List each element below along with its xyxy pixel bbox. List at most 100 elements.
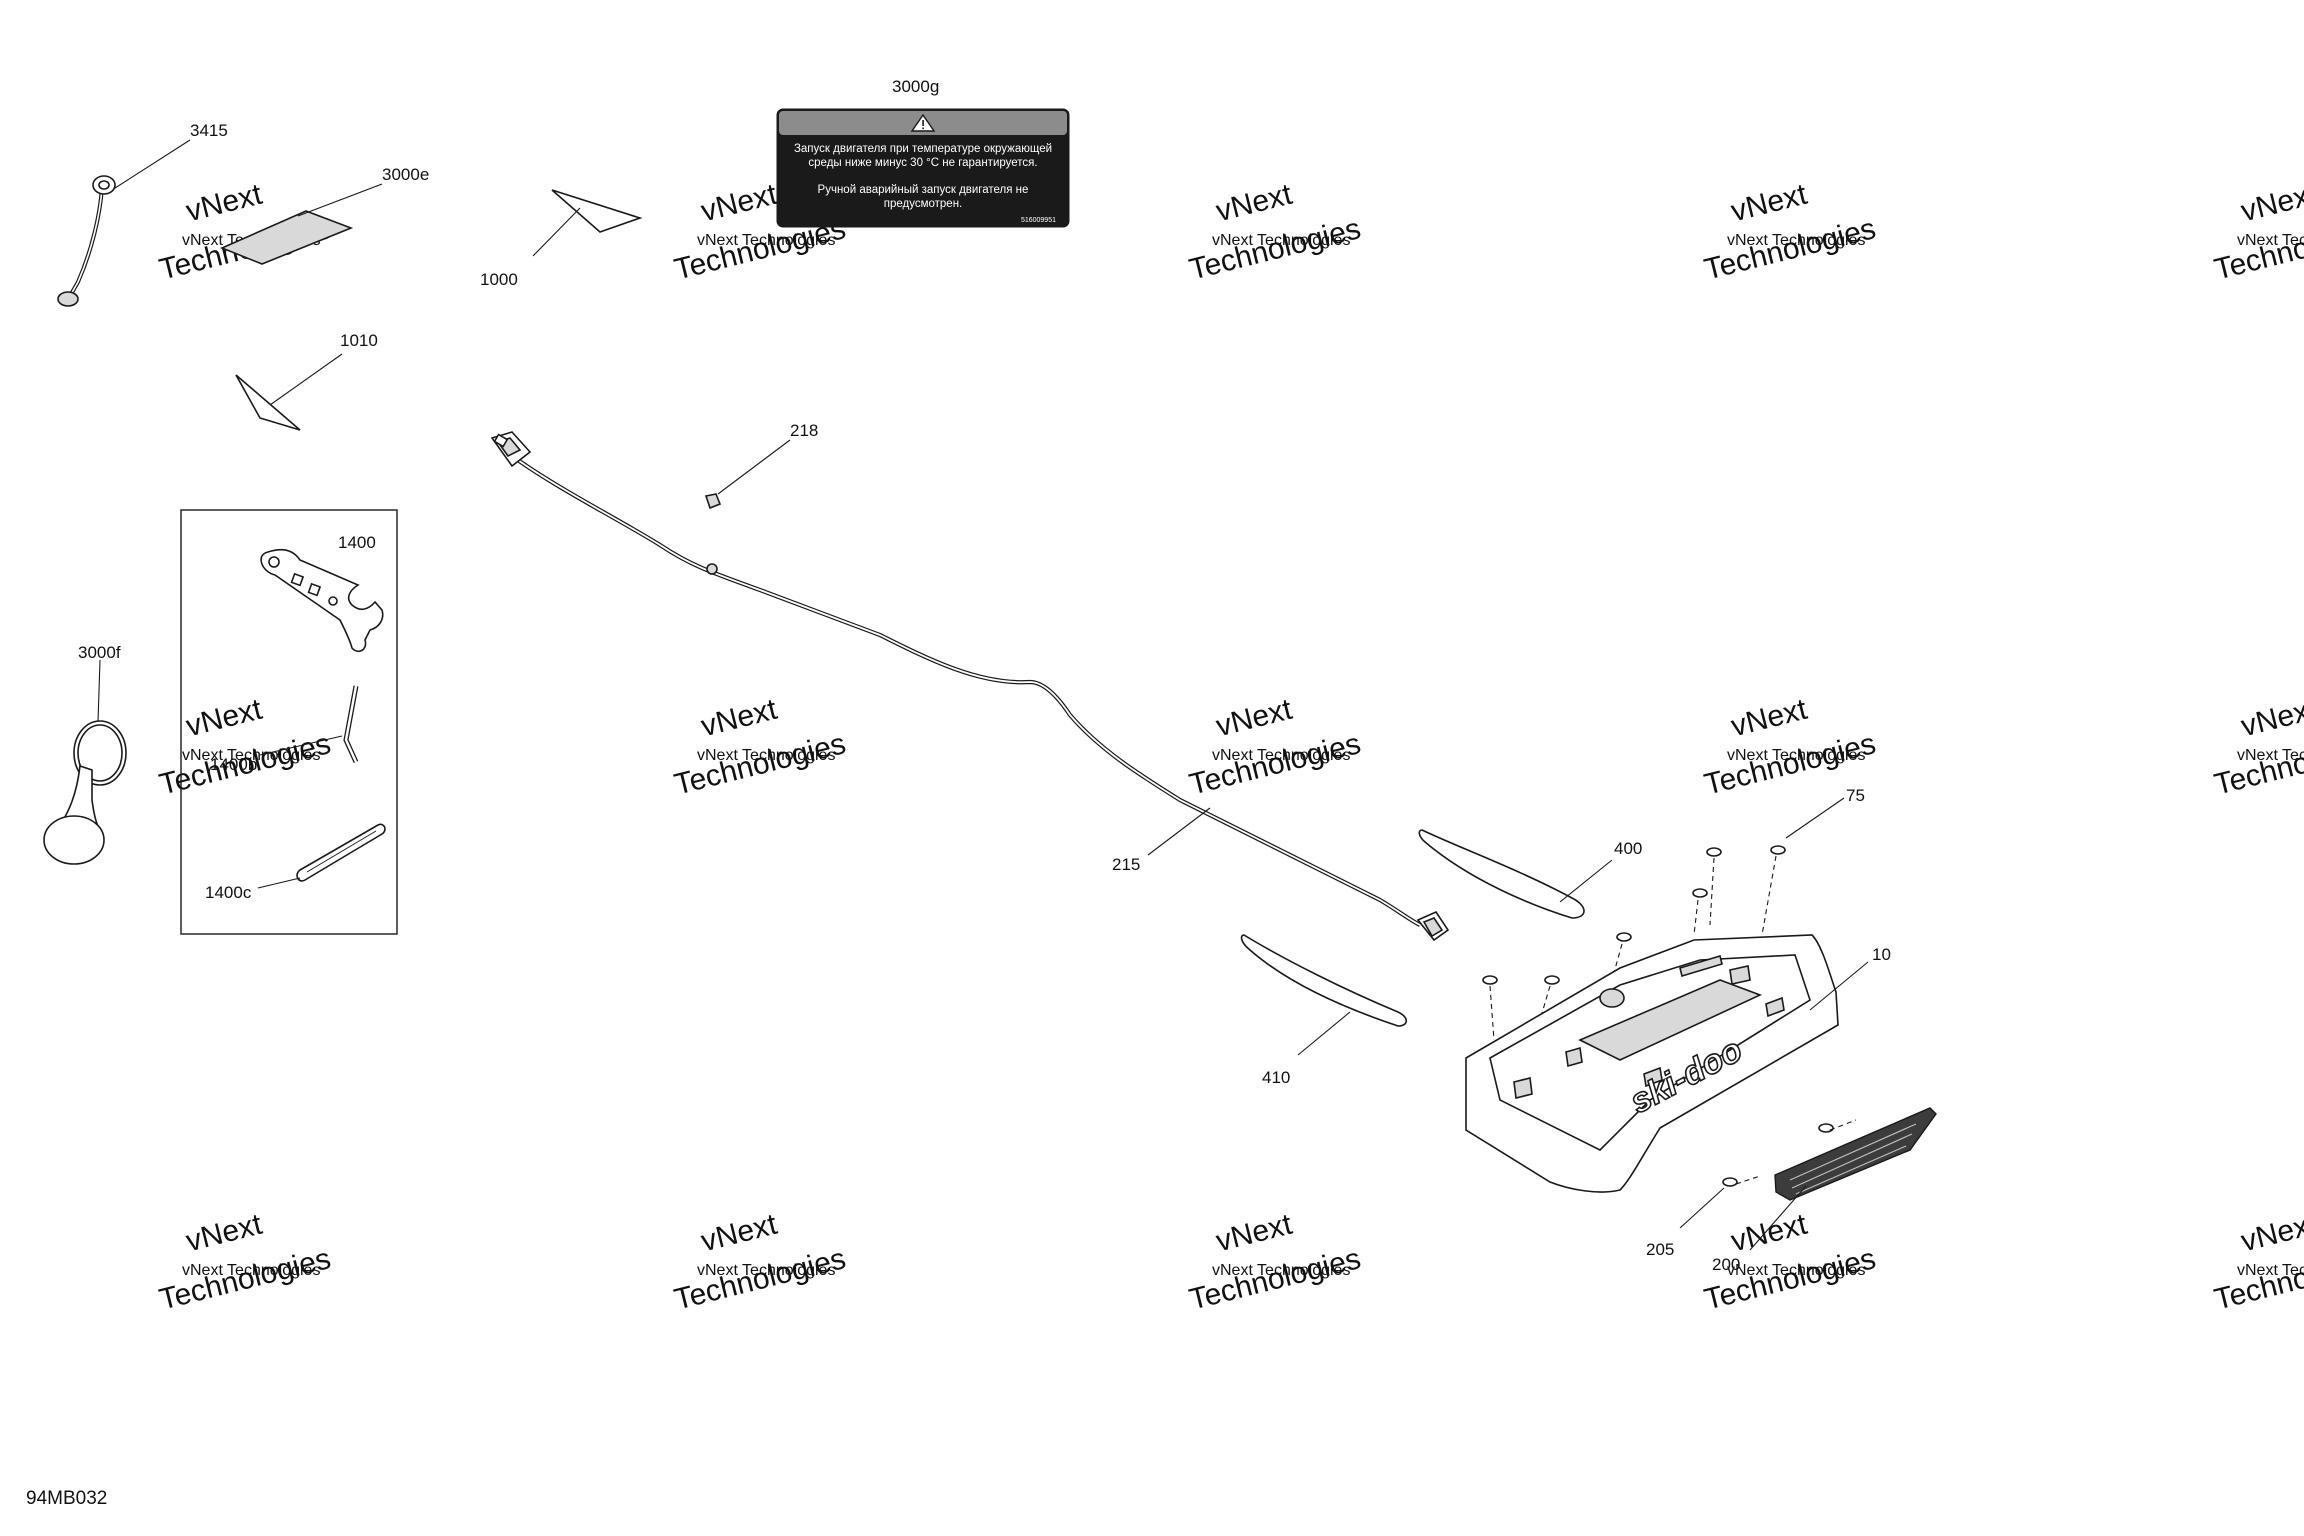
svg-text:Technologies: Technologies <box>671 727 849 801</box>
svg-text:vNext Technologies: vNext Technologies <box>697 747 835 764</box>
watermark-layer: vNext Technologies Technologies vNext vN… <box>156 178 2304 1317</box>
watermark: vNext Technologies Technologies vNext <box>156 693 334 802</box>
warning-triangle-icon <box>910 113 936 132</box>
part-1400-wrench[interactable] <box>260 548 384 652</box>
callout-3000e: 3000e <box>382 165 429 184</box>
part-1400b-hex-key[interactable] <box>259 685 359 764</box>
callout-1400: 1400 <box>338 533 376 552</box>
callout-3000f: 3000f <box>78 643 121 662</box>
svg-text:vNext: vNext <box>183 178 266 229</box>
svg-text:vNext Technologies: vNext Technologies <box>2237 747 2304 764</box>
part-3000g-warning-label[interactable]: Запуск двигателя при температуре окружаю… <box>776 108 1070 228</box>
tool-kit-frame <box>180 509 398 935</box>
part-200-grip-plate[interactable] <box>1749 1107 1937 1251</box>
watermark: vNext Technologies Technologies vNext <box>156 1208 334 1317</box>
part-400-reflector[interactable] <box>1418 829 1613 919</box>
callout-10: 10 <box>1872 945 1891 964</box>
watermark: vNext Technologies Technologies vNext <box>1701 178 1879 287</box>
part-1000-decal[interactable] <box>532 189 643 257</box>
part-215-cable[interactable] <box>490 431 1450 942</box>
svg-text:vNext: vNext <box>698 178 781 229</box>
part-3000f-mirror[interactable] <box>43 659 127 865</box>
callout-205: 205 <box>1646 1240 1674 1259</box>
screw-icon <box>1706 847 1722 926</box>
watermark: vNext Technologies Technologies vNext <box>671 1208 849 1317</box>
svg-text:vNext: vNext <box>1728 1208 1811 1259</box>
svg-text:Technologies: Technologies <box>671 1242 849 1316</box>
watermark: vNext Technologies Technologies vNext <box>2211 178 2304 287</box>
callout-1400b: 1400b <box>210 755 257 774</box>
svg-text:vNext: vNext <box>183 693 266 744</box>
watermark: vNext Technologies Technologies vNext <box>2211 1208 2304 1317</box>
svg-text:vNext: vNext <box>2238 1208 2304 1259</box>
warning-text-line-2: среды ниже минус 30 °C не гарантируется. <box>808 157 1037 169</box>
callout-200: 200 <box>1712 1255 1740 1274</box>
warning-label-code: 516009951 <box>1021 217 1056 224</box>
callout-1400c: 1400c <box>205 883 252 902</box>
svg-text:vNext Technologies: vNext Technologies <box>697 1262 835 1279</box>
callout-3415: 3415 <box>190 121 228 140</box>
callout-410: 410 <box>1262 1068 1290 1087</box>
callout-75: 75 <box>1846 786 1865 805</box>
svg-text:vNext: vNext <box>2238 178 2304 229</box>
callout-1000: 1000 <box>480 270 518 289</box>
watermark: vNext Technologies Technologies vNext <box>2211 693 2304 802</box>
svg-text:Technologies: Technologies <box>156 1242 334 1316</box>
svg-text:vNext: vNext <box>1213 693 1296 744</box>
screw-icon <box>1761 845 1786 936</box>
part-75-screws[interactable] <box>1482 797 1845 1041</box>
watermark: vNext Technologies Technologies vNext <box>1186 693 1364 802</box>
part-3415-tether[interactable] <box>57 139 191 307</box>
warning-text-line-1: Запуск двигателя при температуре окружаю… <box>794 143 1052 155</box>
watermark: vNext Technologies Technologies vNext <box>1186 1208 1364 1317</box>
svg-text:vNext: vNext <box>183 1208 266 1259</box>
svg-text:vNext: vNext <box>1728 693 1811 744</box>
callout-400: 400 <box>1614 839 1642 858</box>
screw-icon <box>1482 975 1498 1041</box>
svg-text:vNext Technologies: vNext Technologies <box>1727 1262 1865 1279</box>
svg-text:vNext Technologies: vNext Technologies <box>2237 1262 2304 1279</box>
callout-215: 215 <box>1112 855 1140 874</box>
svg-text:vNext: vNext <box>1213 1208 1296 1259</box>
svg-text:vNext Technologies: vNext Technologies <box>1212 232 1350 249</box>
warning-text-line-3: Ручной аварийный запуск двигателя не <box>818 184 1029 196</box>
svg-text:vNext Technologies: vNext Technologies <box>182 747 320 764</box>
screw-icon <box>1818 1119 1857 1133</box>
svg-text:vNext Technologies: vNext Technologies <box>1212 747 1350 764</box>
connector-icon <box>490 431 532 468</box>
svg-text:vNext: vNext <box>1728 178 1811 229</box>
svg-text:vNext: vNext <box>1213 178 1296 229</box>
watermark: vNext Technologies Technologies vNext <box>1186 178 1364 287</box>
screw-icon <box>1692 888 1708 936</box>
callout-218: 218 <box>790 421 818 440</box>
part-10-rear-bumper[interactable]: ski-doo <box>1465 934 1869 1193</box>
svg-text:vNext: vNext <box>698 693 781 744</box>
svg-text:Technologies: Technologies <box>1186 212 1364 286</box>
callout-3000g: 3000g <box>892 77 939 96</box>
svg-text:vNext Technologies: vNext Technologies <box>182 1262 320 1279</box>
part-1400c-strap[interactable] <box>257 823 386 889</box>
diagram-code: 94MB032 <box>26 1488 108 1509</box>
part-3000e-decal[interactable] <box>219 183 383 265</box>
part-1010-decal[interactable] <box>235 353 343 431</box>
watermark: vNext Technologies Technologies vNext <box>671 693 849 802</box>
callout-1010: 1010 <box>340 331 378 350</box>
warning-text-line-4: предусмотрен. <box>884 198 963 210</box>
connector-icon <box>1416 910 1450 942</box>
svg-text:vNext Technologies: vNext Technologies <box>1727 232 1865 249</box>
screw-icon <box>1722 1175 1761 1187</box>
svg-text:vNext: vNext <box>698 1208 781 1259</box>
svg-text:Technologies: Technologies <box>1186 727 1364 801</box>
svg-text:vNext Technologies: vNext Technologies <box>1727 747 1865 764</box>
part-218-clip[interactable] <box>704 439 791 510</box>
svg-text:vNext: vNext <box>2238 693 2304 744</box>
svg-text:vNext Technologies: vNext Technologies <box>2237 232 2304 249</box>
svg-text:Technologies: Technologies <box>1701 1242 1879 1316</box>
svg-text:Technologies: Technologies <box>1701 212 1879 286</box>
svg-text:Technologies: Technologies <box>1186 1242 1364 1316</box>
part-205-screws[interactable] <box>1679 1119 1857 1229</box>
part-410-reflector[interactable] <box>1240 934 1408 1056</box>
svg-text:vNext Technologies: vNext Technologies <box>697 232 835 249</box>
svg-text:vNext Technologies: vNext Technologies <box>1212 1262 1350 1279</box>
